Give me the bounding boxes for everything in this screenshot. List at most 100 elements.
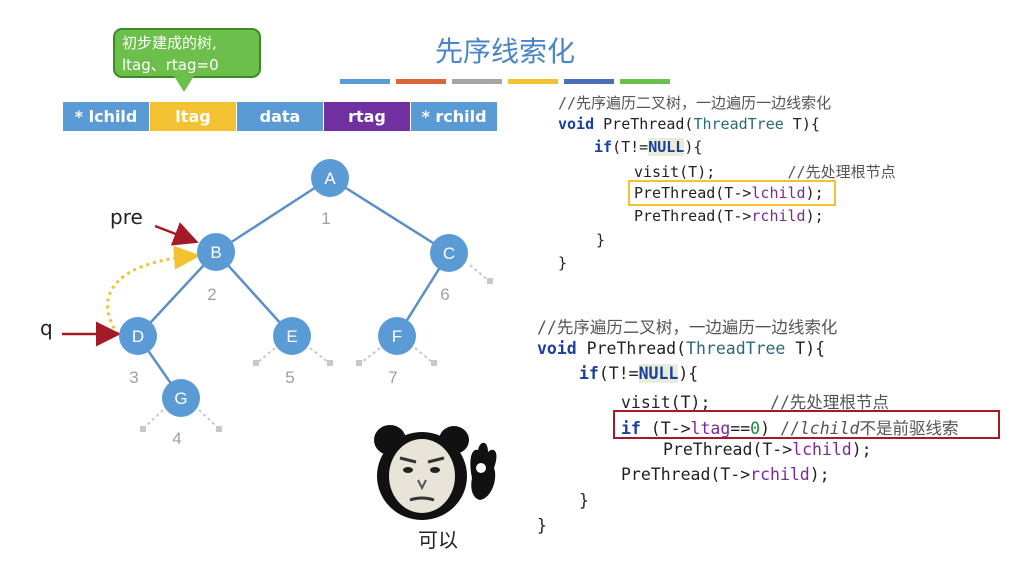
callout-line-1: 初步建成的树, <box>122 34 217 52</box>
code1-call2-pre: PreThread(T-> <box>634 207 752 225</box>
null-e-right-box <box>327 360 333 366</box>
code2-void: void <box>537 339 577 358</box>
code2-if-open: (T!= <box>598 364 639 383</box>
code1-sig-rest: PreThread( <box>594 115 694 133</box>
code2-cond-if: if <box>621 419 641 438</box>
code2-cond-comment-mem: lchild <box>799 419 860 438</box>
node-a-circle <box>311 159 349 197</box>
null-f-left-box <box>356 360 362 366</box>
null-e-left <box>257 347 276 363</box>
code2-visit-line: visit(T); //先处理根节点 <box>621 389 889 413</box>
node-e-circle <box>273 317 311 355</box>
node-c: C 6 <box>430 234 468 304</box>
code2-call1-mem: lchild <box>792 440 852 459</box>
code2-cond-comment-post: 不是前驱线索 <box>859 419 959 438</box>
panda-brow-right <box>427 456 445 464</box>
pre-pointer-label: pre <box>110 205 143 229</box>
code2-call-rchild: PreThread(T->rchild); <box>621 465 830 484</box>
null-c-right-box <box>487 278 493 284</box>
node-g-circle <box>162 379 200 417</box>
code2-cond-zero: 0 <box>750 419 761 438</box>
field-rtag: rtag <box>324 102 411 131</box>
node-d-circle <box>119 317 157 355</box>
node-f: F 7 <box>378 317 416 387</box>
title-bar-4 <box>508 79 558 84</box>
node-b: B 2 <box>197 233 235 304</box>
title-bar-5 <box>564 79 614 84</box>
code2-cond-comment-pre: // <box>779 419 800 438</box>
code2-signature: void PreThread(ThreadTree T){ <box>537 339 825 358</box>
null-pointer-stubs <box>140 264 493 432</box>
code2-visit: visit(T); <box>621 393 711 412</box>
code1-sig-type: ThreadTree <box>693 115 784 133</box>
tree-edges <box>136 176 451 399</box>
node-b-circle <box>197 233 235 271</box>
code1-close-inner: } <box>596 231 606 249</box>
code2-cond-line: if (T->ltag==0) //lchild不是前驱线索 <box>621 415 958 439</box>
node-a-label: A <box>324 169 336 188</box>
code1-highlight-box <box>628 180 836 206</box>
code2-call2-mem: rchild <box>750 465 810 484</box>
node-g-order: 4 <box>172 429 181 448</box>
code2-null: NULL <box>638 364 679 383</box>
code2-cond-close: ) <box>760 419 780 438</box>
code1-call-rchild: PreThread(T->rchild); <box>634 207 824 225</box>
field-rchild: * rchild <box>411 102 498 131</box>
panda-mouth <box>409 496 435 502</box>
code1-if-close: ){ <box>684 138 703 156</box>
node-c-circle <box>430 234 468 272</box>
null-c-right <box>469 264 489 281</box>
code2-if: if <box>579 364 599 383</box>
node-e-order: 5 <box>285 368 294 387</box>
tree-nodes: A 1 B 2 C 6 D 3 E 5 F 7 G <box>119 159 468 448</box>
field-ltag: ltag <box>150 102 237 131</box>
code2-if-line: if(T!=NULL){ <box>579 364 698 383</box>
title-color-bars <box>340 79 670 84</box>
code2-call2-post: ); <box>809 465 830 484</box>
field-lchild: * lchild <box>63 102 150 131</box>
node-f-order: 7 <box>388 368 397 387</box>
node-g-label: G <box>174 389 187 408</box>
panda-eye-left <box>403 467 413 473</box>
code1-call-lchild: PreThread(T->lchild); <box>634 184 824 202</box>
page-title: 先序线索化 <box>434 35 575 68</box>
code1-visit-comment: //先处理根节点 <box>787 163 896 181</box>
node-d-label: D <box>132 327 144 346</box>
code2-sig-type: ThreadTree <box>686 339 786 358</box>
code1-visit: visit(T); <box>634 163 716 181</box>
node-a: A 1 <box>311 159 349 228</box>
code2-call-lchild: PreThread(T->lchild); <box>663 440 872 459</box>
code1-call1-post: ); <box>805 184 824 202</box>
null-f-right <box>414 347 433 363</box>
meme-caption: 可以 <box>418 528 458 552</box>
code1-if-open: (T!= <box>612 138 649 156</box>
node-d: D 3 <box>119 317 157 387</box>
edge-a-b <box>215 176 331 254</box>
code1-visit-line: visit(T); //先处理根节点 <box>634 161 896 182</box>
code2-call2-pre: PreThread(T-> <box>621 465 751 484</box>
code2-cond-eq: == <box>730 419 751 438</box>
code2-close-outer: } <box>537 516 547 535</box>
panda-eye-right <box>430 467 440 473</box>
code2-visit-comment: //先处理根节点 <box>770 393 889 412</box>
callout-line-2: ltag、rtag=0 <box>122 56 219 74</box>
edge-a-c <box>329 176 450 255</box>
panda-meme-image <box>374 425 497 520</box>
panda-nose <box>417 479 427 491</box>
code1-null: NULL <box>648 138 685 156</box>
title-bar-2 <box>396 79 446 84</box>
node-a-order: 1 <box>321 209 330 228</box>
node-g: G 4 <box>162 379 200 448</box>
null-e-right <box>309 347 329 363</box>
null-e-left-box <box>253 360 259 366</box>
null-f-right-box <box>431 360 437 366</box>
node-e: E 5 <box>273 317 311 387</box>
callout-bubble: 初步建成的树, ltag、rtag=0 <box>113 28 261 78</box>
code2-call1-pre: PreThread(T-> <box>663 440 793 459</box>
title-bar-6 <box>620 79 670 84</box>
code2-call1-post: ); <box>851 440 872 459</box>
node-b-label: B <box>210 243 221 262</box>
code2-highlight-box <box>613 410 1000 439</box>
code1-call2-post: ); <box>805 207 824 225</box>
code2-cond-mem: ltag <box>690 419 731 438</box>
